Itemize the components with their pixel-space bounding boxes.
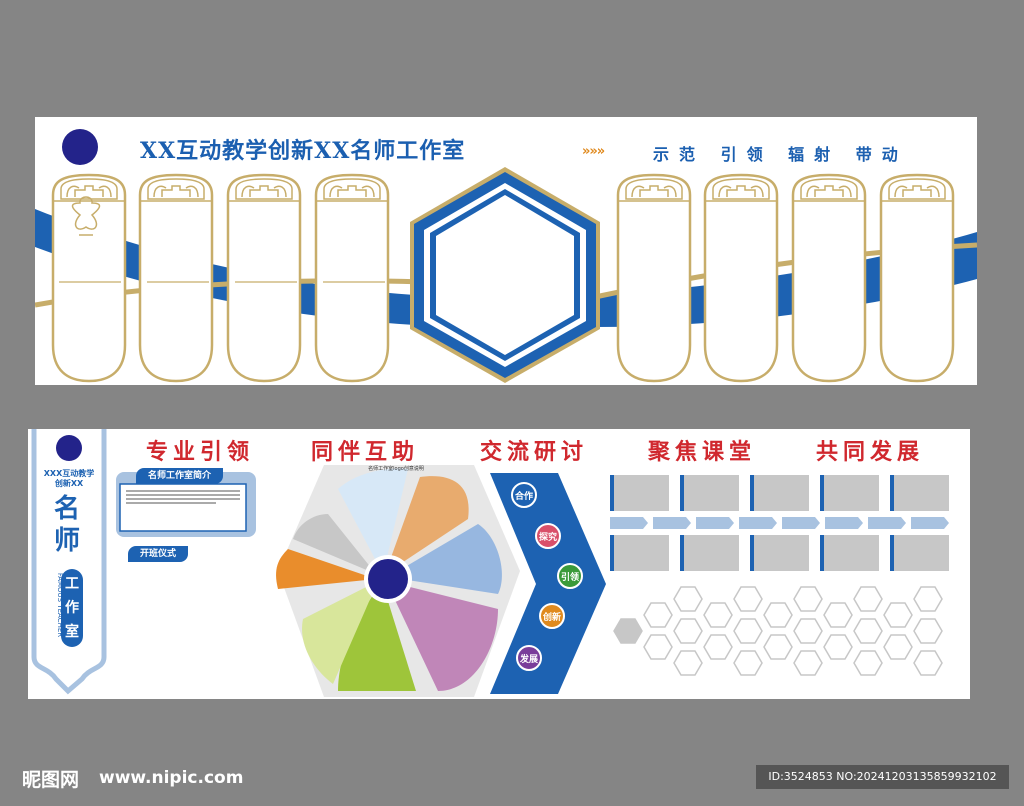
top-logo-circle xyxy=(62,129,98,165)
honeycomb-grid xyxy=(613,586,943,676)
photo-frames-row-2 xyxy=(614,535,949,571)
side-name-char-2: 师 xyxy=(53,526,80,556)
ornament-icon xyxy=(71,196,101,230)
petal-group xyxy=(276,468,502,691)
top-board-graphics xyxy=(35,129,977,383)
side-banner-frame xyxy=(31,429,107,695)
intro-board-text-lines xyxy=(126,490,240,504)
bottom-board-graphics xyxy=(31,429,949,697)
top-board: XX互动教学创新XX名师工作室 »»» 示范 引领 辐射 带动 xyxy=(35,117,977,385)
arrow-strip xyxy=(610,517,949,529)
arrow-icon: »»» xyxy=(582,144,605,159)
pill-frame xyxy=(138,173,214,383)
side-badge-char-3: 室 xyxy=(65,624,79,640)
ceremony-label: 开班仪式 xyxy=(128,546,189,562)
category-heading: 交流研讨 xyxy=(480,439,589,465)
top-board-title: XX互动教学创新XX名师工作室 xyxy=(140,138,466,164)
hex-caption: 名师工作室logo创意说明 xyxy=(368,466,424,472)
side-badge-char-1: 工 xyxy=(65,576,79,592)
category-heading: 聚焦课堂 xyxy=(648,439,757,465)
side-subtitle-line-2: 创新XX xyxy=(54,479,84,488)
footer-logo: 昵图网 xyxy=(22,769,80,791)
center-logo-circle xyxy=(368,559,408,599)
intro-label: 名师工作室简介 xyxy=(136,468,224,484)
pill-frame xyxy=(314,173,390,383)
pill-frame xyxy=(703,173,779,383)
footer-url[interactable]: www.nipic.com xyxy=(99,768,244,788)
side-name: 名 师 xyxy=(52,493,82,557)
flow-item-explore: 探究 xyxy=(535,523,561,549)
side-name-char-1: 名 xyxy=(53,494,80,524)
flow-item-develop: 发展 xyxy=(516,645,542,671)
top-board-slogan: 示范 引领 辐射 带动 xyxy=(653,145,908,164)
category-heading: 共同发展 xyxy=(816,439,925,465)
flow-item-innovate: 创新 xyxy=(539,603,565,629)
footer-id: ID:3524853 NO:20241203135859932102 xyxy=(756,765,1009,789)
category-heading: 同伴互助 xyxy=(311,439,420,465)
side-badge: 工 作 室 xyxy=(61,569,83,647)
pill-frame xyxy=(51,173,127,383)
flow-item-cooperate: 合作 xyxy=(511,482,537,508)
pill-frame xyxy=(879,173,955,383)
side-subtitle-line-1: XXX互动教学 xyxy=(43,469,95,478)
pill-frame xyxy=(791,173,867,383)
category-heading: 专业引领 xyxy=(146,439,255,465)
photo-frames-row-1 xyxy=(614,475,949,511)
bottom-board: XXX互动教学 创新XX 名 师 FAMOUS TEACHER 工 作 室 专业… xyxy=(28,429,970,699)
flow-item-lead: 引领 xyxy=(557,563,583,589)
side-badge-char-2: 作 xyxy=(65,600,79,616)
pill-frame xyxy=(616,173,692,383)
side-logo-circle xyxy=(56,435,82,461)
chevron-arrow xyxy=(490,473,606,694)
pill-frame xyxy=(226,173,302,383)
side-subtitle: XXX互动教学 创新XX xyxy=(38,469,100,489)
